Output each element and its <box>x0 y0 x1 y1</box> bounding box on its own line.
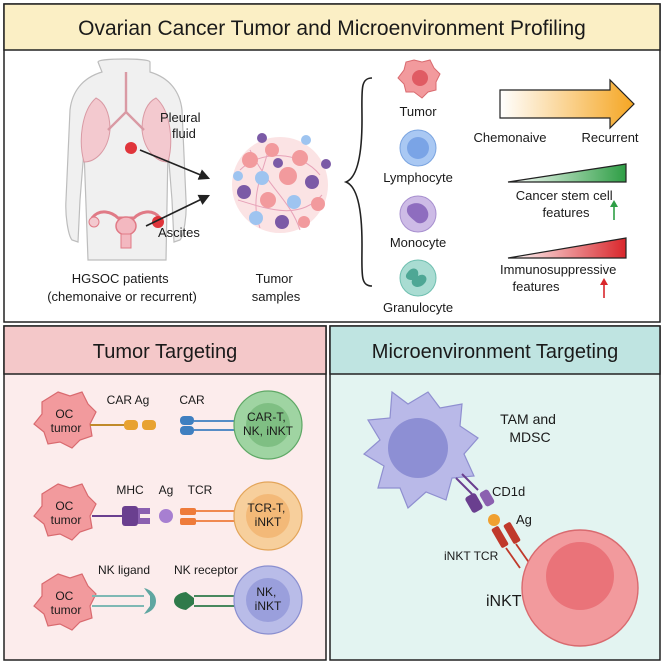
tcr-label: TCR <box>188 483 213 497</box>
inkt-label: iNKT <box>486 593 522 610</box>
tam-mdsc-cell <box>362 390 479 510</box>
mhc-icon <box>92 506 150 526</box>
cell-label-lymphocyte: Lymphocyte <box>383 170 453 185</box>
micro-panel-header <box>329 325 661 375</box>
cell-label-monocyte: Monocyte <box>390 235 446 250</box>
stem-cell-label: Cancer stem cell features <box>516 188 616 220</box>
cell-label-tumor: Tumor <box>399 104 437 119</box>
ag-label-micro: Ag <box>516 512 532 527</box>
oc-tumor-label-3: OC tumor <box>51 589 82 617</box>
tcr-icon <box>180 508 236 525</box>
car-t-cell <box>233 390 303 460</box>
antigen-icon <box>159 509 173 523</box>
pleural-arrow <box>139 149 211 180</box>
car-label: CAR <box>179 393 205 407</box>
tam-mdsc-label: TAM and MDSC <box>500 411 560 445</box>
tumor-panel-header <box>3 325 327 375</box>
tumor-samples-label: Tumor samples <box>252 271 301 304</box>
immunosuppressive-wedge <box>507 237 627 259</box>
monocyte-icon <box>399 195 437 233</box>
car-antigen-icon <box>90 420 156 430</box>
inkt-tcr-icon <box>491 522 531 569</box>
micro-panel-title: Microenvironment Targeting <box>372 341 618 363</box>
oc-tumor-cell-1 <box>33 391 97 449</box>
stem-up-arrow-icon <box>610 200 618 220</box>
tcr-t-cell <box>233 481 303 551</box>
cd1d-label: CD1d <box>492 484 525 499</box>
lymphocyte-icon <box>399 129 437 167</box>
progression-arrow <box>499 78 635 130</box>
lipid-antigen-icon <box>488 514 500 526</box>
stem-cell-wedge <box>507 163 627 183</box>
pleural-fluid-label: Pleural fluid <box>160 110 204 141</box>
mhc-label: MHC <box>116 483 144 497</box>
chemonaive-label: Chemonaive <box>474 130 547 145</box>
ag-label-tumor: Ag <box>159 483 174 497</box>
immuno-up-arrow-icon <box>600 278 608 298</box>
cell-label-granulocyte: Granulocyte <box>383 300 453 315</box>
inkt-cell <box>521 529 639 647</box>
nk-cell <box>233 565 303 635</box>
curly-brace <box>343 77 373 287</box>
tumor-panel-title: Tumor Targeting <box>93 341 238 363</box>
header-bar <box>3 3 661 51</box>
human-body-icon <box>65 58 187 261</box>
page-title: Ovarian Cancer Tumor and Microenvironmen… <box>78 17 586 40</box>
immunosuppressive-label: Immunosuppressive features <box>500 262 620 294</box>
oc-tumor-cell-2 <box>33 483 97 541</box>
oc-tumor-cell-3 <box>33 573 97 631</box>
cd1d-icon <box>455 473 495 513</box>
nk-ligand-label: NK ligand <box>98 563 150 577</box>
tcr-t-label: TCR-T, iNKT <box>247 501 288 529</box>
car-t-label: CAR-T, NK, iNKT <box>243 410 294 438</box>
inkt-tcr-label: iNKT TCR <box>444 549 499 563</box>
recurrent-label: Recurrent <box>581 130 638 145</box>
nk-ligand-icon <box>92 588 156 614</box>
car-receptor-icon <box>180 416 236 435</box>
granulocyte-icon <box>399 259 437 297</box>
car-ag-label: CAR Ag <box>107 393 150 407</box>
nk-label: NK, iNKT <box>255 585 282 613</box>
oc-tumor-label-2: OC tumor <box>51 499 82 527</box>
ascites-arrow <box>145 194 211 227</box>
nk-receptor-label: NK receptor <box>174 563 238 577</box>
patients-label: HGSOC patients (chemonaive or recurrent) <box>47 271 197 304</box>
tumor-sample-cluster <box>232 133 331 233</box>
tumor-cell-icon <box>397 59 441 99</box>
oc-tumor-label-1: OC tumor <box>51 407 82 435</box>
nk-receptor-icon <box>174 592 236 610</box>
ascites-label: Ascites <box>158 225 200 240</box>
